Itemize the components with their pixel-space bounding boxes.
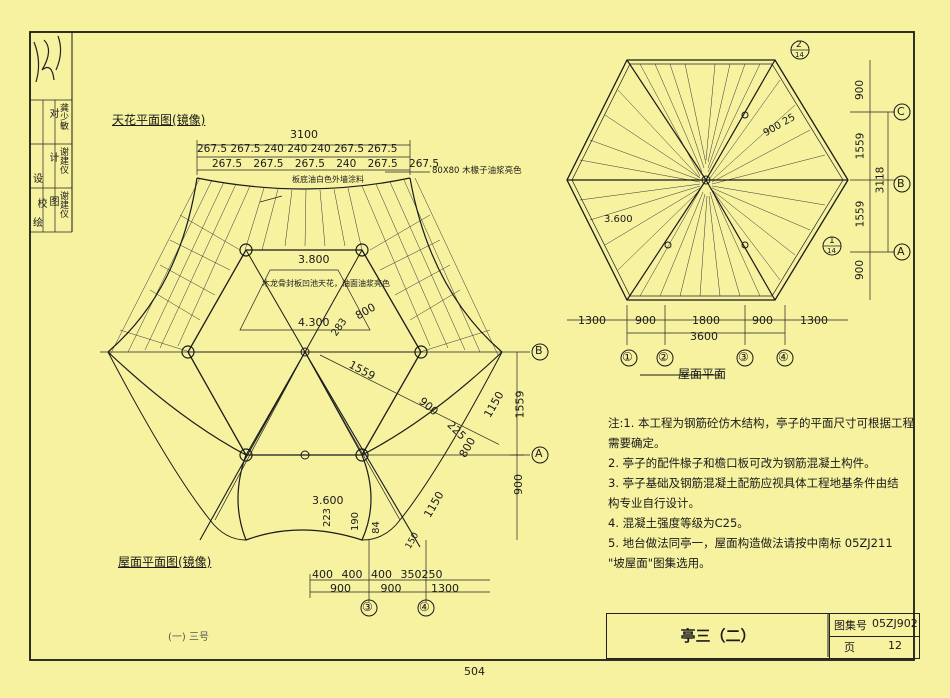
sign-role-check: 校 (35, 198, 46, 208)
sign-name-2: 谢建仪 (58, 147, 68, 174)
roof-right-dim-4: 900 (854, 259, 867, 281)
sign-name-3: 谢建仪 (58, 191, 68, 218)
sign-name-1: 龚少敏 (58, 103, 68, 130)
ceiling-rafters (109, 177, 499, 356)
sign-role2-c: 图 (47, 196, 58, 206)
note-line: 构专业自行设计。 (608, 496, 700, 510)
roof-right-total: 3118 (874, 166, 887, 194)
roof-callout-mid-sub: 14 (827, 247, 836, 255)
roof-plan-title: 屋面平面 (678, 367, 727, 381)
sign-role2-b: 计 (47, 152, 58, 162)
roof-axis-2: ② (658, 350, 669, 364)
page-row: 页 12 (830, 636, 920, 658)
roof-mirror-dim-223: 223 (322, 507, 334, 528)
roof-right-dim-2: 1559 (854, 132, 867, 160)
roof-mirror-bottom-dims: 400 400 400 350250 (312, 568, 443, 581)
atlas-value: 05ZJ902 (872, 617, 918, 630)
roof-callout-top: 2 (796, 40, 802, 50)
roof-bottom-total: 3600 (690, 330, 718, 343)
roof-plan-drawing (566, 40, 911, 376)
roof-right-dim-3: 1559 (854, 200, 867, 228)
roof-bottom-dim-1: 1300 (578, 314, 606, 327)
roof-axis-1: ① (622, 350, 633, 364)
drawing-title: 亭三（二） (680, 627, 756, 645)
roof-tiles (579, 63, 826, 297)
note-line: 5. 地台做法同亭一，屋面构造做法请按中南标 05ZJ211 (608, 536, 893, 550)
roof-mirror-axis-3: ③ (362, 600, 373, 614)
page-number: 504 (464, 665, 485, 678)
roof-right-dim-1: 900 (854, 79, 867, 101)
ceiling-dim-3800: 3.800 (298, 253, 330, 266)
roof-axis-b: B (897, 177, 905, 190)
roof-mirror-axis-a: A (535, 447, 543, 460)
roof-mirror-dim-3600: 3.600 (312, 494, 344, 507)
ceiling-note-rafter: 80X80 木椽子油浆亮色 (432, 166, 522, 176)
ceiling-dims-row2: 267.5 267.5 267.5 240 267.5 267.5 (212, 158, 440, 170)
roof-mirror-dim-900v: 900 (512, 474, 525, 495)
ceiling-dim-4300: 4.300 (298, 316, 330, 329)
roof-mirror-axis-b: B (535, 344, 543, 357)
note-line: 注:1. 本工程为钢筋砼仿木结构，亭子的平面尺寸可根据工程 (608, 416, 914, 430)
roof-dim-3600: 3.600 (604, 214, 633, 225)
note-line: 需要确定。 (608, 436, 666, 450)
sign-role-design: 设 (33, 174, 43, 185)
atlas-row: 图集号 05ZJ902 (830, 614, 920, 637)
roof-bottom-dim-5: 1300 (800, 314, 828, 327)
roof-bottom-dim-2: 900 (635, 314, 656, 327)
watermark-left: (一) 三号 (168, 632, 209, 643)
roof-mirror-bottom-dims2: 900 900 1300 (330, 582, 459, 595)
ceiling-note-keel: 木龙骨封板凹池天花，油面油浆亮色 (262, 279, 390, 288)
sheet-border (29, 31, 915, 661)
atlas-label: 图集号 (834, 619, 867, 632)
roof-mirror-title: 屋面平面图(镜像) (118, 555, 212, 569)
roof-axis-a: A (897, 245, 905, 258)
note-line: "坡屋面"图集选用。 (608, 556, 711, 570)
ceiling-dims-row1: 267.5 267.5 240 240 240 267.5 267.5 (197, 143, 398, 155)
page-label: 页 (844, 641, 855, 654)
roof-axis-4: ④ (778, 350, 789, 364)
ceiling-plan-title: 天花平面图(镜像) (112, 113, 206, 127)
note-line: 4. 混凝土强度等级为C25。 (608, 516, 749, 530)
ceiling-note-ceiling: 板底油白色外墙涂料 (292, 175, 364, 184)
title-block-info: 图集号 05ZJ902 页 12 (829, 614, 920, 658)
roof-bottom-dim-3: 1800 (692, 314, 720, 327)
ceiling-plan-drawing (100, 140, 549, 617)
page-value: 12 (888, 639, 902, 652)
roof-axis-c: C (897, 105, 905, 118)
title-block: 亭三（二） 图集号 05ZJ902 页 12 (606, 613, 920, 659)
roof-mirror-dim-190: 190 (350, 511, 362, 532)
roof-mirror-dim-84: 84 (370, 521, 382, 534)
ceiling-dim-total: 3100 (290, 128, 318, 141)
roof-callout-top-sub: 14 (795, 51, 804, 59)
sign-role2-a: 对 (47, 108, 58, 118)
roof-mirror-axis-4: ④ (419, 600, 430, 614)
roof-bottom-dim-4: 900 (752, 314, 773, 327)
signature-scribble (33, 35, 62, 83)
roof-callout-mid: 1 (829, 236, 835, 246)
note-line: 2. 亭子的配件椽子和檐口板可改为钢筋混凝土构件。 (608, 456, 876, 470)
sign-role-draw: 绘 (33, 218, 43, 229)
general-notes: 注:1. 本工程为钢筋砼仿木结构，亭子的平面尺寸可根据工程 需要确定。 2. 亭… (608, 413, 914, 573)
roof-axis-3: ③ (738, 350, 749, 364)
roof-mirror-dim-1559v: 1559 (513, 390, 527, 419)
note-line: 3. 亭子基础及钢筋混凝土配筋应视具体工程地基条件由结 (608, 476, 899, 490)
